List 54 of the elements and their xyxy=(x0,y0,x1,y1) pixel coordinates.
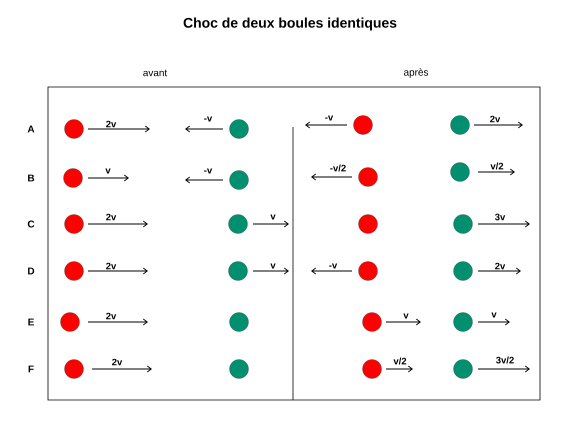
ball xyxy=(362,312,382,332)
velocity-label: 3v xyxy=(494,214,506,220)
row-letter: E xyxy=(28,318,34,326)
velocity-label: 2v xyxy=(112,358,122,366)
ball xyxy=(229,359,249,379)
ball xyxy=(228,214,248,234)
velocity-label: 2v xyxy=(106,312,116,320)
ball xyxy=(228,261,248,281)
ball xyxy=(229,312,249,332)
velocity-label: -v xyxy=(329,264,338,268)
ball xyxy=(453,312,473,332)
velocity-label: -v/2 xyxy=(330,164,346,172)
ball xyxy=(450,115,470,135)
velocity-label: 2v xyxy=(106,214,116,220)
velocity-label: 2v xyxy=(106,120,116,128)
ball xyxy=(453,359,473,379)
velocity-label: v/2 xyxy=(490,162,504,170)
ball xyxy=(353,115,373,135)
ball xyxy=(64,119,84,139)
ball xyxy=(453,214,473,234)
title: Choc de deux boules identiques xyxy=(184,18,396,30)
ball xyxy=(64,214,84,234)
column-heading: après xyxy=(404,68,428,78)
velocity-label: v/2 xyxy=(393,357,406,365)
velocity-label: 2v xyxy=(106,262,116,270)
row-letter: D xyxy=(28,268,34,274)
velocity-label: -v xyxy=(204,168,212,174)
ball xyxy=(453,261,473,281)
ball xyxy=(63,168,83,188)
velocity-label: 2v xyxy=(490,116,500,122)
ball xyxy=(64,261,84,281)
velocity-label: 3v/2 xyxy=(496,356,514,364)
velocity-label: v xyxy=(270,264,276,268)
ball xyxy=(358,261,378,281)
row-letter: C xyxy=(28,220,34,228)
ball xyxy=(229,170,249,190)
ball xyxy=(60,312,80,332)
row-letter: F xyxy=(28,366,34,372)
velocity-label: v xyxy=(270,214,276,220)
velocity-label: v xyxy=(105,168,111,174)
velocity-label: -v xyxy=(325,116,334,120)
ball xyxy=(362,359,382,379)
row-letter: A xyxy=(28,126,34,132)
velocity-label: 2v xyxy=(495,262,506,270)
velocity-label: -v xyxy=(204,116,212,122)
ball xyxy=(358,214,378,234)
column-heading: avant xyxy=(143,70,168,76)
ball xyxy=(450,162,470,182)
ball xyxy=(64,359,84,379)
ball xyxy=(358,167,378,187)
ball xyxy=(229,119,249,139)
velocity-label: v xyxy=(491,312,497,318)
row-letter: B xyxy=(28,174,34,182)
velocity-label: v xyxy=(403,314,409,318)
